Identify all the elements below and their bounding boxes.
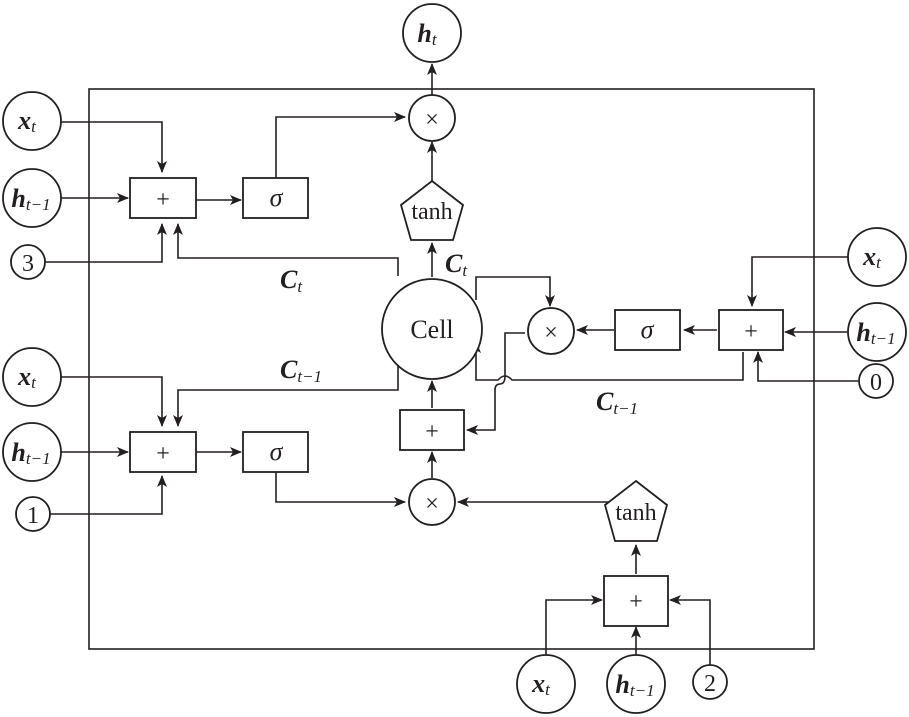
sigma-bottom-left [242, 431, 309, 473]
xt-input-bottom-label: xt [531, 669, 551, 699]
const-0-node [858, 363, 894, 399]
adder-bottom-right [603, 575, 669, 627]
wire-mult-forget-to-add-center [466, 332, 525, 435]
wire-ct-to-mult-forget [475, 276, 555, 307]
adder-center [399, 409, 465, 451]
outer-frame [88, 88, 815, 650]
wire-ct1-to-add-bottom [173, 360, 399, 427]
label-ct-center: Ct [445, 249, 468, 280]
label-ct1-right: Ct−1 [596, 387, 638, 418]
cell-node-label: Cell [410, 315, 453, 344]
multiplier-forget-label: × [544, 320, 558, 346]
wire-ct-to-add-top [173, 223, 399, 276]
const-3-node [10, 244, 46, 280]
wire-add-right-ct1-to-cell [471, 341, 744, 381]
candidate-gate-bottom: tanh + [603, 479, 669, 627]
ht1-input-bottom-label: ht−1 [615, 670, 654, 700]
ht1-input-right-label: ht−1 [856, 318, 895, 348]
wire-0-to-add-right [753, 351, 858, 382]
label-ct-left: Ct [280, 265, 303, 296]
sigma-top-left-label: σ [270, 183, 284, 212]
xt-input-right-label: xt [862, 242, 882, 272]
sigma-right-label: σ [641, 315, 655, 344]
multiplier-top-label: × [425, 107, 439, 133]
ht1-input-bottom-left [2, 422, 62, 482]
tanh-bottom-pentagon [603, 479, 669, 542]
wire-2-to-add-bottom-right [669, 595, 711, 666]
wire-1-to-add-bottom [50, 475, 167, 515]
wire-sigma-top-to-mult-top [275, 112, 406, 178]
xt-input-bottom-left-label: xt [17, 362, 37, 392]
connections [45, 63, 858, 666]
ht1-input-bottom-left-label: ht−1 [11, 438, 50, 468]
adder-right-label: + [744, 319, 758, 345]
wire-xt-to-add-top [60, 121, 167, 173]
adder-right [718, 309, 784, 351]
sigma-right [614, 309, 681, 351]
xt-input-bottom-left [2, 347, 62, 407]
multiplier-bottom [408, 478, 456, 526]
ht-output-node [402, 3, 462, 63]
label-ct1-left: Ct−1 [280, 355, 322, 386]
adder-bottom-left [129, 431, 197, 473]
const-1-node [15, 496, 51, 532]
input-gate-top: + σ [129, 177, 309, 219]
wire-xt-to-add-bottom [60, 376, 167, 427]
ht1-input-top-left-label: ht−1 [11, 184, 50, 214]
ht1-input-top-left [2, 168, 62, 228]
adder-bottom-right-label: + [629, 589, 643, 615]
wire-xt-to-add-bottom-right [545, 595, 603, 656]
xt-input-top-left [2, 91, 62, 151]
ht1-input-bottom [606, 654, 666, 714]
sigma-bottom-left-label: σ [270, 437, 284, 466]
multiplier-top [408, 94, 456, 142]
const-0-label: 0 [870, 370, 882, 396]
adder-top-left-label: + [156, 187, 170, 213]
const-3-label: 3 [22, 251, 34, 277]
adder-top-left [129, 177, 197, 219]
line-labels: Ct Ct Ct−1 Ct−1 [280, 249, 638, 418]
ht1-input-right [847, 302, 907, 362]
adder-center-label: + [425, 419, 439, 445]
tanh-bottom-label: tanh [615, 500, 656, 526]
ht-output-label: ht [417, 19, 437, 49]
tanh-top-label: tanh [411, 199, 452, 225]
wire-xt-to-add-right [747, 256, 848, 307]
forget-gate-right: × σ + [527, 307, 784, 355]
wire-sigma-bottom-to-mult-bottom [275, 472, 406, 507]
tanh-top-pentagon [399, 179, 465, 241]
multiplier-forget [527, 307, 575, 355]
xt-input-right [847, 227, 907, 287]
adder-bottom-left-label: + [156, 441, 170, 467]
sigma-top-left [242, 177, 309, 219]
xt-input-bottom [516, 654, 576, 714]
multiplier-bottom-label: × [425, 491, 439, 517]
const-1-label: 1 [27, 503, 39, 529]
cell-node [381, 278, 483, 380]
output-column: × tanh Cell + × [381, 94, 483, 526]
const-2-label: 2 [704, 671, 716, 697]
xt-input-top-left-label: xt [17, 106, 37, 136]
io-nodes: ht xt ht−1 3 xt ht−1 1 xt ht−1 0 xt ht−1… [2, 3, 907, 714]
const-2-node [692, 664, 728, 700]
input-gate-bottom: + σ [129, 431, 309, 473]
wire-3-to-add-top [45, 223, 167, 263]
